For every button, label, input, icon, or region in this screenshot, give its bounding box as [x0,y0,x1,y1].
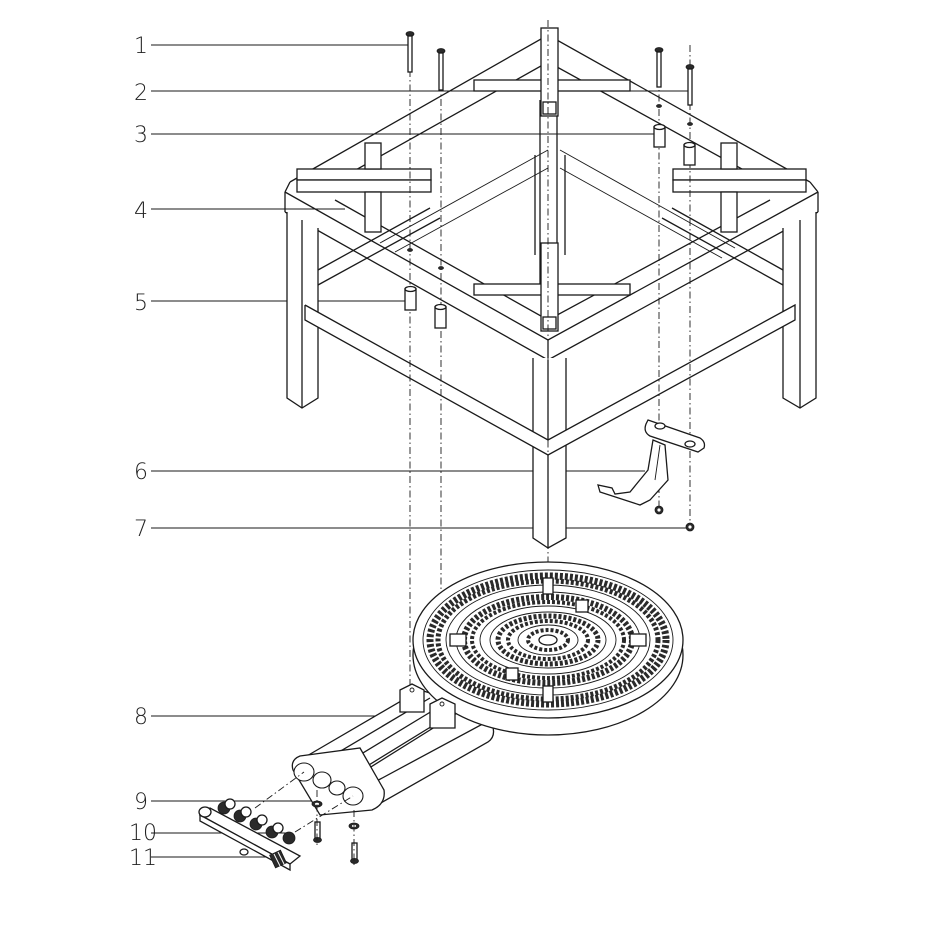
svg-text:3: 3 [134,123,148,148]
callout-8: 8 [134,705,388,730]
svg-text:5: 5 [134,291,148,316]
mount-holes [407,104,693,270]
svg-text:11: 11 [129,846,157,871]
callouts: 1 2 3 4 5 6 7 8 [129,34,690,871]
spacer-3b [683,141,696,166]
pot-support-back [473,27,631,117]
pot-support-front [473,242,631,332]
ring-burner [291,561,684,816]
svg-text:6: 6 [134,460,148,485]
spacer-3 [653,123,666,148]
bolt-1 [405,31,415,73]
nut-7 [654,505,695,532]
spacer-5b [434,303,447,329]
callout-4: 4 [134,199,345,224]
callout-5: 5 [134,291,407,316]
svg-text:8: 8 [134,705,148,730]
pot-support-right [672,142,807,233]
callout-11: 11 [129,846,268,871]
bolt-2 [654,47,664,88]
svg-text:2: 2 [134,81,148,106]
spacer-5 [404,285,417,311]
callout-3: 3 [134,123,655,148]
screw-10 [313,821,359,864]
bolt-2b [685,64,695,106]
pot-support-left [296,142,432,233]
callout-1: 1 [134,34,410,59]
svg-text:4: 4 [134,199,148,224]
callout-6: 6 [134,460,645,485]
svg-text:1: 1 [134,34,148,59]
gas-manifold [198,798,302,872]
svg-text:9: 9 [134,790,148,815]
bolt-1b [436,48,446,91]
svg-text:7: 7 [134,517,148,542]
support-bracket [597,419,706,506]
callout-7: 7 [134,517,688,542]
